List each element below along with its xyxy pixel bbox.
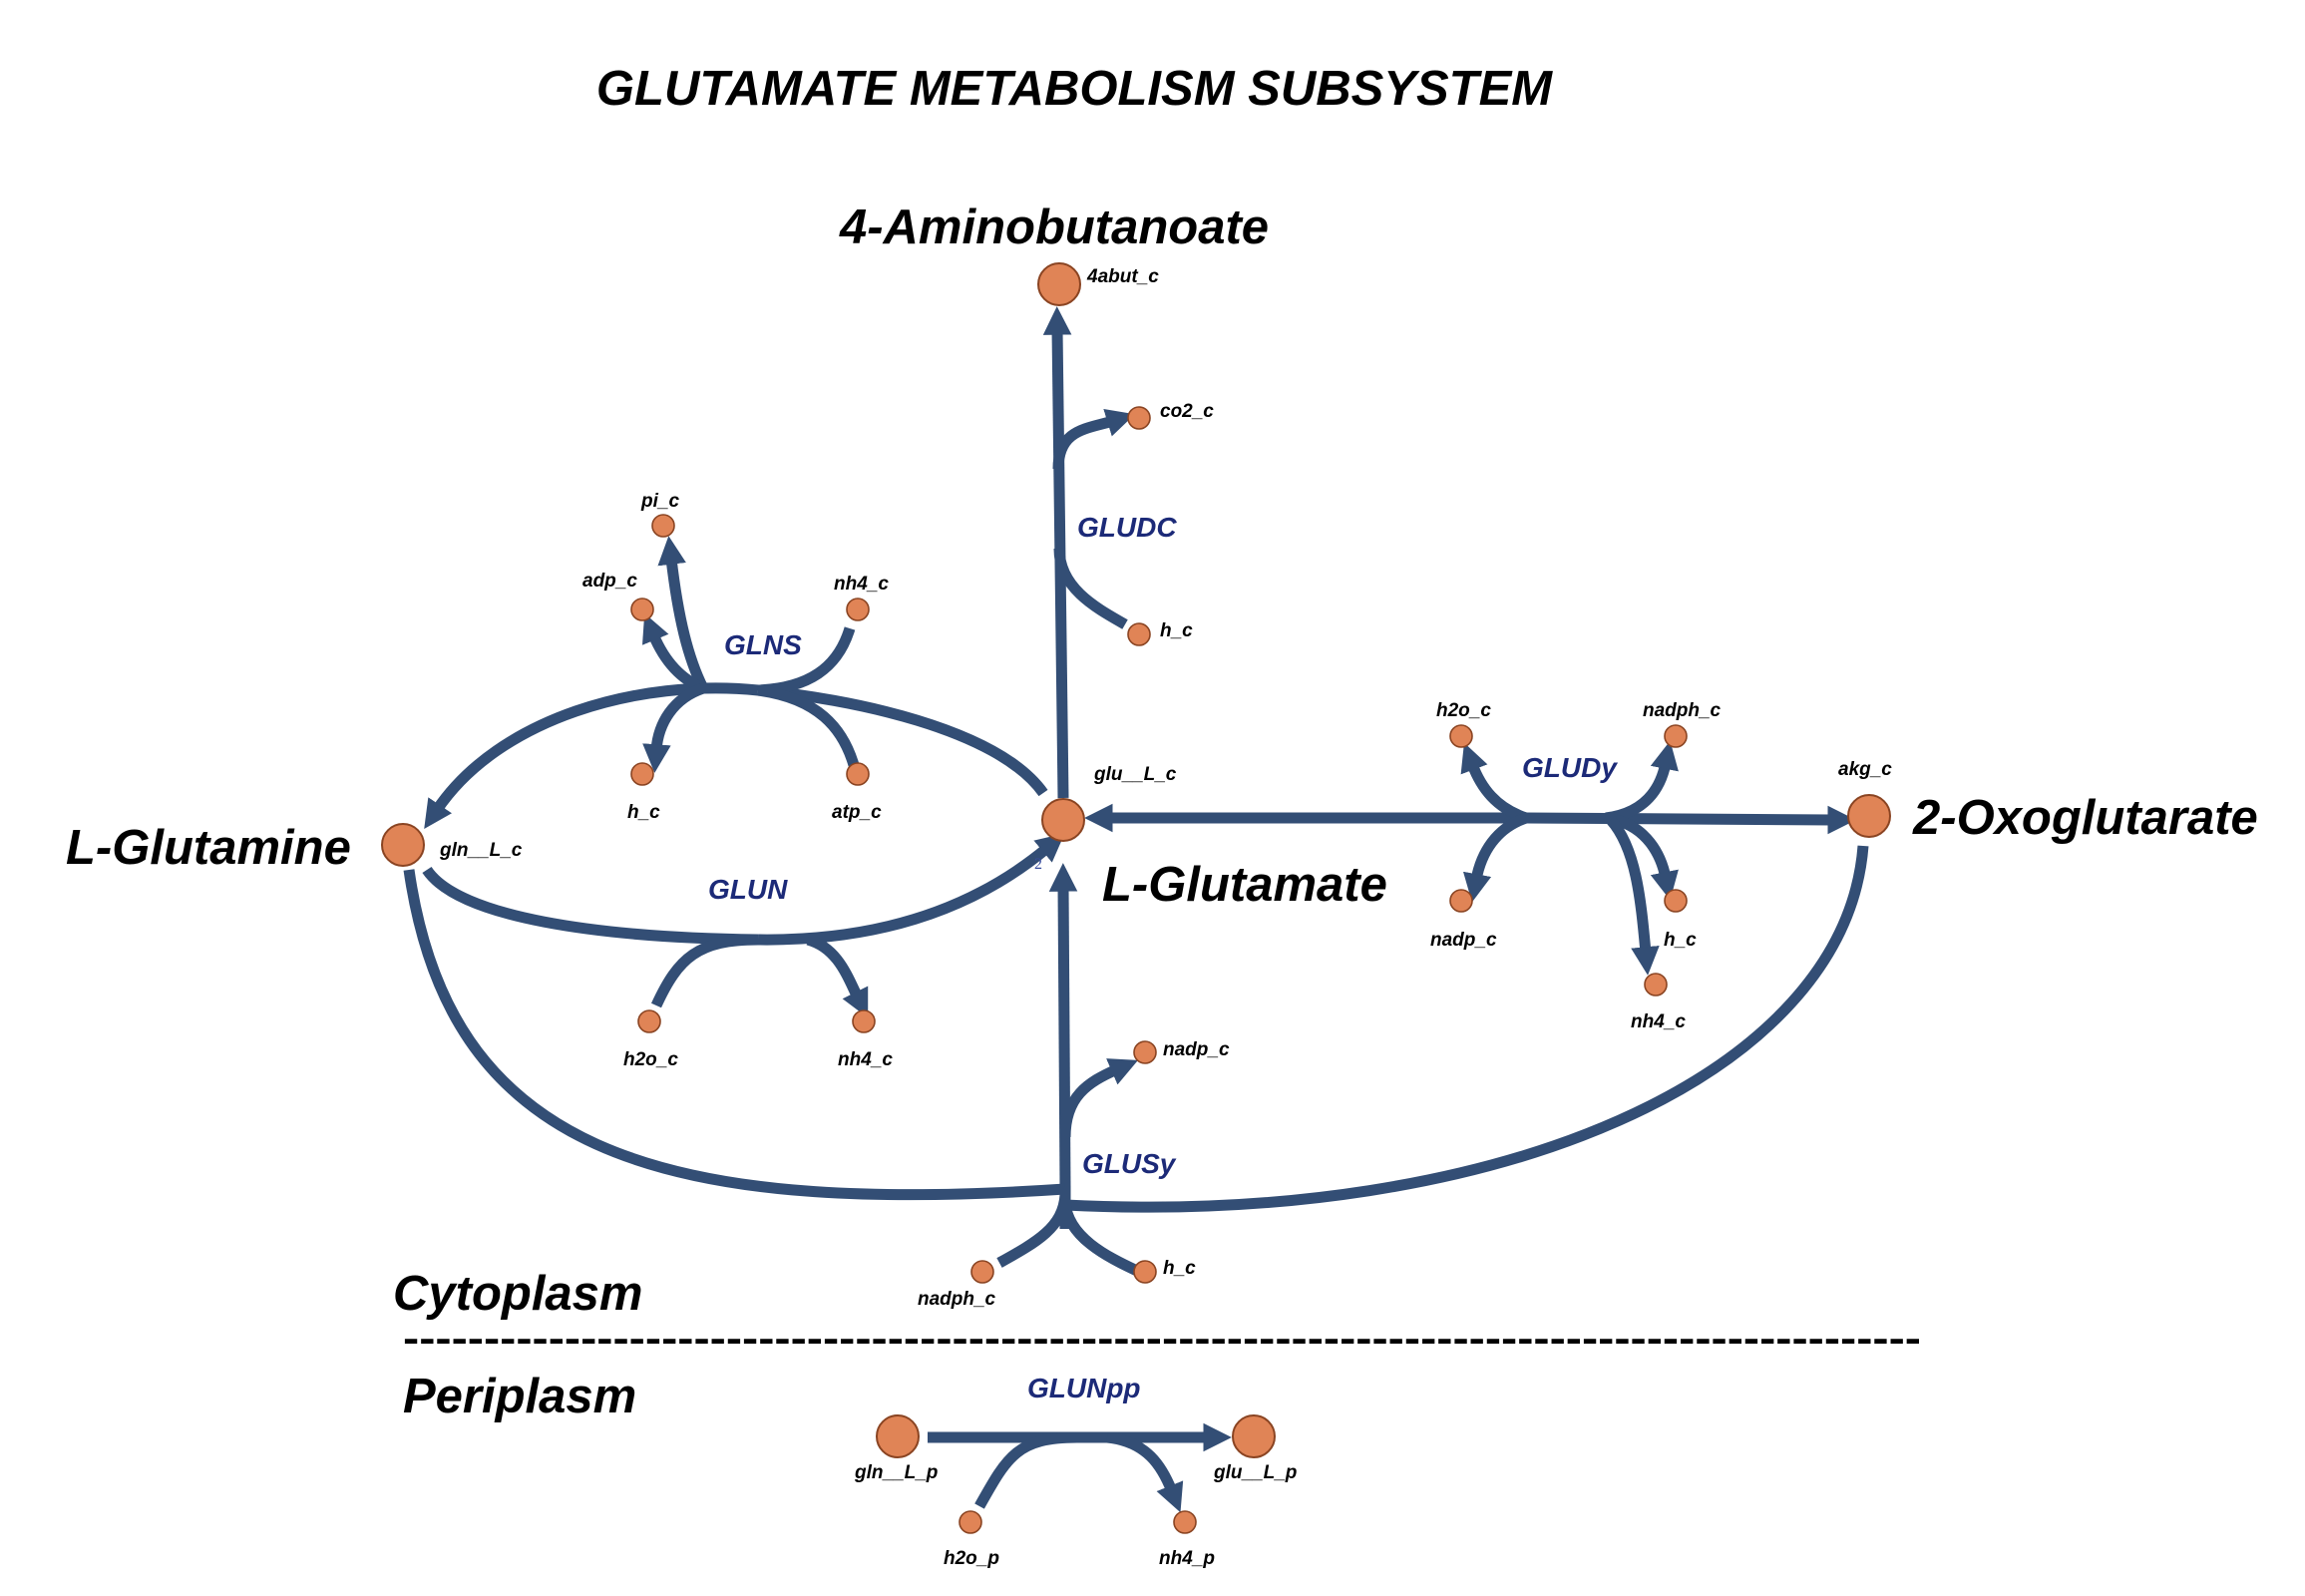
node-nadph-c-gludy[interactable]	[1664, 724, 1688, 748]
gludy-edge-to-akg[interactable]	[1525, 805, 1856, 835]
compound-label-2-oxoglutarate: 2-Oxoglutarate	[1912, 791, 2258, 845]
node-h-c-glusy[interactable]	[1133, 1260, 1157, 1284]
compartment-label-periplasm: Periplasm	[403, 1370, 636, 1423]
met-label-h2o-p: h2o_p	[944, 1548, 999, 1569]
glns-edge-h[interactable]	[642, 682, 705, 773]
node-h2o-c-glun[interactable]	[637, 1009, 661, 1033]
node-akg-c[interactable]	[1847, 794, 1891, 838]
gludy-edge-nadp[interactable]	[1462, 812, 1528, 903]
met-label-h-c-gludy: h_c	[1664, 930, 1697, 951]
compound-label-l-glutamate: L-Glutamate	[1102, 858, 1387, 912]
node-nh4-c-glns[interactable]	[846, 598, 870, 621]
glun-edge-gln[interactable]	[422, 866, 759, 946]
node-4abut-c[interactable]	[1037, 262, 1081, 306]
met-label-akg-c: akg_c	[1838, 759, 1892, 780]
glusy-edge-nadp[interactable]	[1059, 1058, 1138, 1138]
glns-edge-pi[interactable]	[657, 536, 708, 691]
node-glu-l-c[interactable]	[1041, 798, 1085, 842]
met-label-nadp-c-glusy: nadp_c	[1163, 1039, 1230, 1060]
node-h-c-gludc[interactable]	[1127, 622, 1151, 646]
glun-edge-to-glu[interactable]	[757, 833, 1065, 946]
met-label-h-c-glns: h_c	[627, 802, 660, 823]
glunpp-edge-h2o[interactable]	[974, 1431, 1078, 1509]
met-label-glu-l-c: glu__L_c	[1093, 764, 1177, 785]
gludy-edge-nh4[interactable]	[1606, 816, 1660, 976]
reaction-gludy[interactable]	[1084, 740, 1856, 976]
gludc-edge-co2[interactable]	[1052, 409, 1135, 470]
met-label-4abut-c: 4abut_c	[1086, 266, 1159, 287]
reaction-glunpp[interactable]	[928, 1422, 1232, 1513]
met-label-nh4-c-glun: nh4_c	[838, 1049, 893, 1070]
node-nadp-c-gludy[interactable]	[1449, 889, 1473, 913]
reaction-label-glns[interactable]: GLNS	[724, 629, 802, 660]
met-label-h-c-glusy: h_c	[1163, 1258, 1196, 1279]
compound-label-l-glutamine: L-Glutamine	[66, 821, 351, 875]
met-label-nh4-c-gludy: nh4_c	[1631, 1011, 1686, 1032]
reaction-label-glunpp[interactable]: GLUNpp	[1027, 1373, 1141, 1403]
met-label-h2o-c-gludy: h2o_c	[1436, 700, 1491, 721]
gludc-edge-h[interactable]	[1053, 548, 1128, 629]
node-co2-c[interactable]	[1127, 406, 1151, 430]
met-label-adp-c: adp_c	[582, 571, 637, 592]
node-pi-c[interactable]	[651, 514, 675, 538]
met-label-nadph-c-glusy: nadph_c	[918, 1289, 996, 1310]
reaction-label-gludy[interactable]: GLUDy	[1522, 752, 1618, 783]
compound-label-4-aminobutanoate: 4-Aminobutanoate	[839, 200, 1269, 254]
glusy-edge-akg[interactable]	[1064, 845, 1869, 1213]
glusy-edge-gln[interactable]	[403, 869, 1066, 1201]
node-adp-c[interactable]	[630, 598, 654, 621]
node-nh4-p[interactable]	[1173, 1510, 1197, 1534]
gludy-edge-h2o[interactable]	[1460, 742, 1528, 824]
met-label-nadph-c-gludy: nadph_c	[1643, 700, 1722, 721]
met-label-nadp-c-gludy: nadp_c	[1430, 930, 1497, 951]
reaction-glns[interactable]	[424, 536, 1048, 829]
compartment-label-cytoplasm: Cytoplasm	[393, 1267, 643, 1321]
node-glu-l-p[interactable]	[1232, 1414, 1276, 1458]
glns-edge-to-gln[interactable]	[424, 682, 759, 829]
glun-edge-h2o[interactable]	[651, 934, 759, 1008]
node-gln-l-p[interactable]	[876, 1414, 920, 1458]
glusy-edge-nadph[interactable]	[996, 1194, 1071, 1268]
met-label-h2o-c-glun: h2o_c	[623, 1049, 678, 1070]
reaction-label-glun[interactable]: GLUN	[708, 874, 788, 905]
reaction-gludc[interactable]	[1042, 306, 1135, 799]
node-nh4-c-glun[interactable]	[852, 1009, 876, 1033]
met-label-nh4-c-glns: nh4_c	[834, 574, 889, 595]
gludy-edge-h[interactable]	[1614, 814, 1679, 901]
node-h2o-c-gludy[interactable]	[1449, 724, 1473, 748]
glusy-edge-to-glu[interactable]	[1048, 863, 1078, 1188]
node-nadph-c-glusy[interactable]	[970, 1260, 994, 1284]
node-h-c-glns[interactable]	[630, 762, 654, 786]
node-h-c-gludy[interactable]	[1664, 889, 1688, 913]
node-gln-l-c[interactable]	[381, 823, 425, 867]
glns-edge-atp[interactable]	[757, 684, 860, 767]
glunpp-edge-nh4[interactable]	[1106, 1431, 1184, 1513]
reaction-label-gludc[interactable]: GLUDC	[1077, 512, 1177, 543]
met-label-h-c-gludc: h_c	[1160, 620, 1193, 641]
reaction-label-glusy[interactable]: GLUSy	[1082, 1148, 1177, 1179]
met-label-glu-l-p: glu__L_p	[1213, 1462, 1297, 1483]
met-label-pi-c: pi_c	[640, 491, 679, 512]
reaction-glun[interactable]	[422, 833, 1065, 1018]
node-h2o-p[interactable]	[959, 1510, 982, 1534]
node-atp-c[interactable]	[846, 762, 870, 786]
node-nadp-c-glusy[interactable]	[1133, 1040, 1157, 1064]
node-nh4-c-gludy[interactable]	[1644, 973, 1668, 997]
met-label-co2-c: co2_c	[1160, 401, 1214, 422]
diagram-title: GLUTAMATE METABOLISM SUBSYSTEM	[596, 62, 1553, 116]
stoich-label-glu: 2	[1034, 856, 1042, 873]
glun-edge-nh4[interactable]	[806, 934, 869, 1018]
met-label-gln-l-p: gln__L_p	[854, 1462, 938, 1483]
met-label-atp-c: atp_c	[832, 802, 882, 823]
reaction-glusy[interactable]	[403, 845, 1869, 1276]
met-label-nh4-p: nh4_p	[1159, 1548, 1215, 1569]
met-label-gln-l-c: gln__L_c	[439, 840, 523, 861]
compartment-divider: ----------------------------------------…	[403, 1317, 1921, 1361]
